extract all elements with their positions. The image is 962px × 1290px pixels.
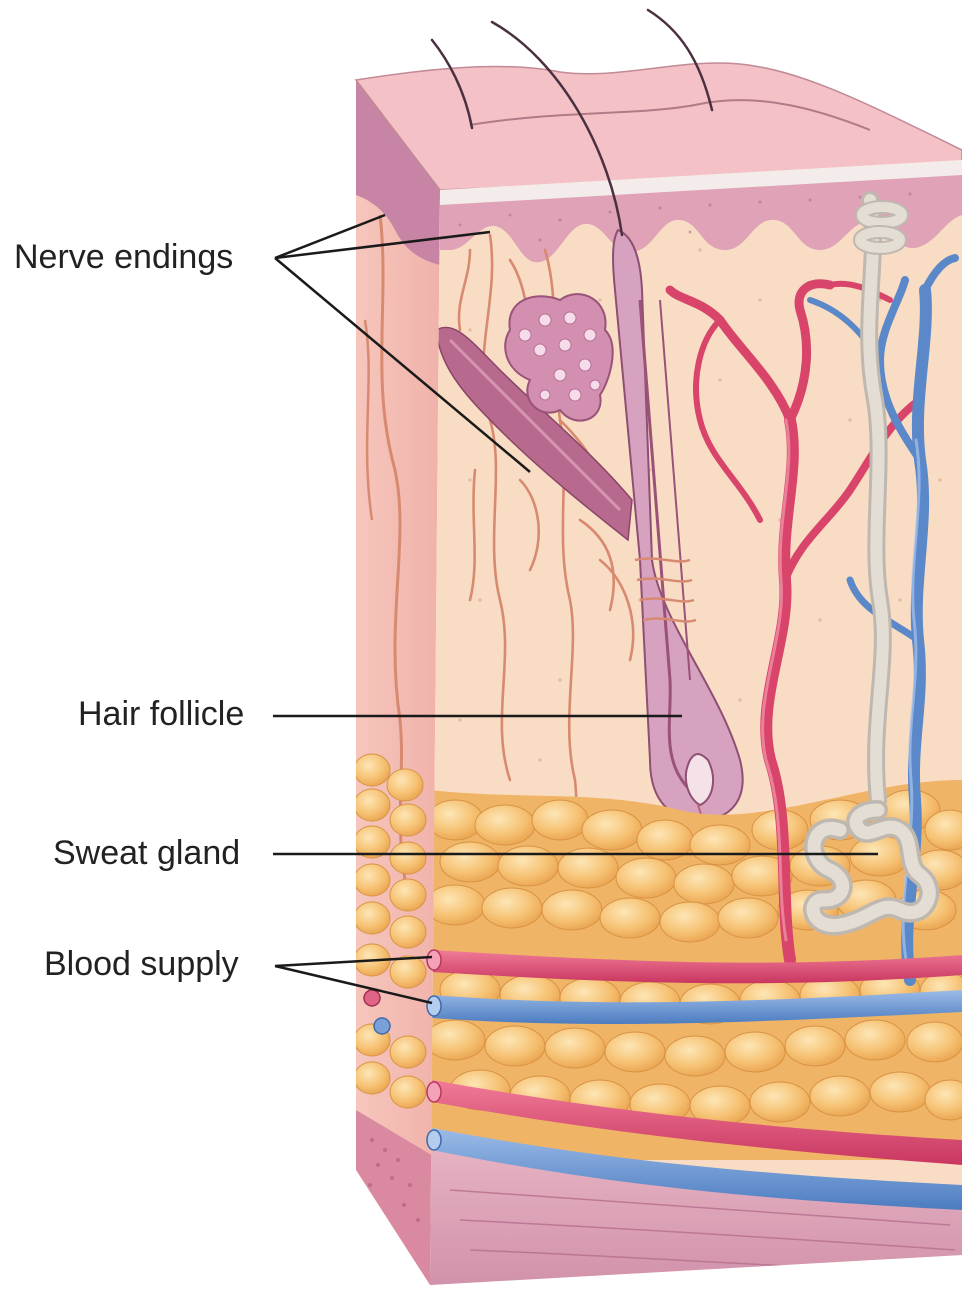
block-front-face [425,150,962,1290]
blood-supply-label: Blood supply [44,947,239,981]
nerve-endings-label: Nerve endings [14,240,233,274]
hair-follicle-label: Hair follicle [78,697,244,731]
sweat-gland-label: Sweat gland [53,836,240,870]
side-fat [354,754,426,1108]
